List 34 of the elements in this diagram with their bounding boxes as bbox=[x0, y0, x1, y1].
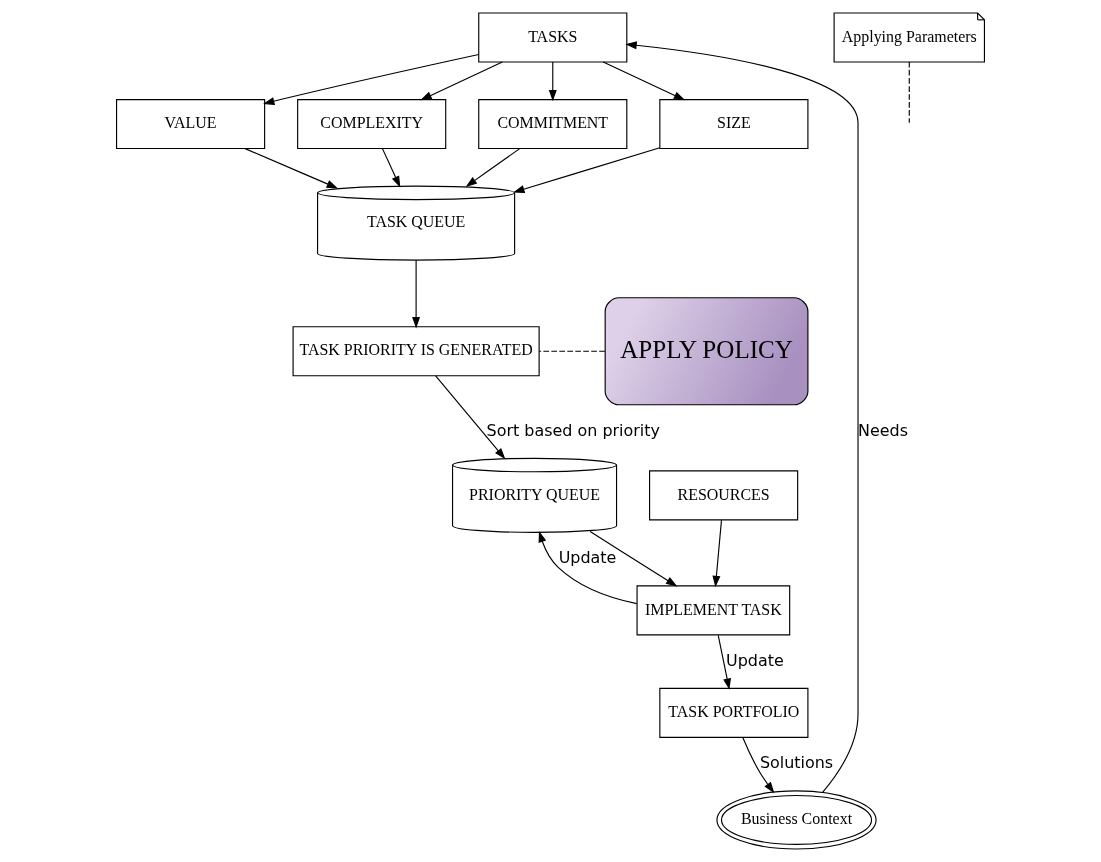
arrow bbox=[263, 53, 480, 105]
edge-label: Needs bbox=[858, 420, 909, 440]
arrow bbox=[717, 634, 731, 690]
node-box: COMMITMENT bbox=[478, 99, 628, 150]
connector bbox=[908, 61, 910, 124]
node-box: TASK PORTFOLIO bbox=[659, 687, 809, 738]
node-box: VALUE bbox=[116, 99, 266, 150]
arrow bbox=[742, 736, 775, 794]
edge-label: Solutions bbox=[759, 753, 834, 773]
node-box: APPLY POLICY bbox=[604, 297, 809, 406]
node-box: COMPLEXITY bbox=[297, 99, 447, 150]
edge-label: Update bbox=[558, 548, 617, 568]
arrow bbox=[412, 259, 421, 329]
arrow bbox=[244, 148, 338, 189]
arrow bbox=[381, 148, 401, 188]
arrow bbox=[548, 61, 557, 102]
node-box: SIZE bbox=[659, 99, 809, 150]
arrow bbox=[625, 41, 859, 793]
node-box: RESOURCES bbox=[649, 470, 799, 521]
node-box: IMPLEMENT TASK bbox=[636, 585, 791, 636]
node-box: TASKS bbox=[478, 12, 628, 63]
arrow bbox=[538, 530, 638, 605]
connector bbox=[538, 350, 606, 352]
arrow bbox=[435, 375, 506, 460]
arrow bbox=[420, 61, 503, 101]
arrow bbox=[465, 148, 521, 187]
node-box: TASK PRIORITY IS GENERATED bbox=[292, 326, 540, 377]
arrow bbox=[513, 147, 661, 193]
arrow bbox=[602, 61, 686, 101]
arrow bbox=[589, 530, 678, 587]
edge-label: Update bbox=[726, 650, 784, 670]
edge-label: Sort based on priority bbox=[486, 420, 660, 440]
arrow bbox=[712, 519, 723, 588]
node-ellipse: Business Context bbox=[716, 790, 877, 850]
